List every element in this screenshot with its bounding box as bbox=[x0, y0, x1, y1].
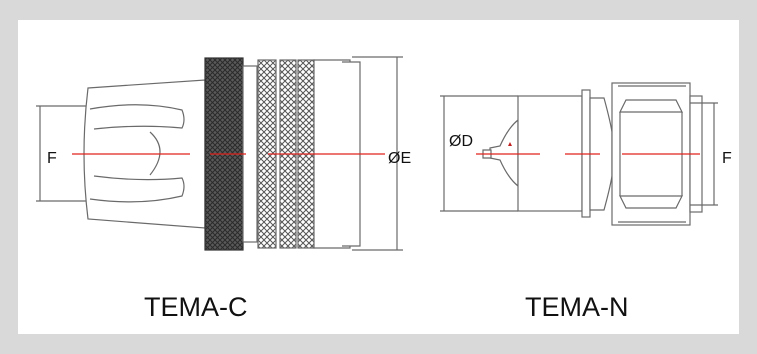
tema-n-hex-lower bbox=[618, 195, 686, 223]
tema-n-caption: TEMA-N bbox=[525, 292, 629, 322]
tema-c-e-dimension bbox=[352, 56, 403, 251]
tema-n-hex-upper bbox=[618, 85, 686, 113]
tema-c-flute-2 bbox=[89, 175, 185, 203]
tema-c-f-dimension bbox=[36, 105, 88, 202]
tema-n-nose-mark bbox=[508, 142, 512, 146]
tema-n-nose bbox=[489, 118, 519, 188]
tema-n-f-dimension bbox=[690, 102, 718, 206]
tema-n-d-dimension bbox=[440, 95, 518, 212]
tema-c-flute-3 bbox=[149, 131, 161, 176]
tema-n-d-label: ØD bbox=[449, 133, 473, 150]
tema-n-f-label: F bbox=[722, 150, 732, 167]
tema-c-flute-1 bbox=[89, 104, 185, 130]
tema-c-e-label: ØE bbox=[388, 150, 411, 167]
tema-c-caption: TEMA-C bbox=[144, 292, 248, 322]
tema-c-f-label: F bbox=[47, 150, 57, 167]
